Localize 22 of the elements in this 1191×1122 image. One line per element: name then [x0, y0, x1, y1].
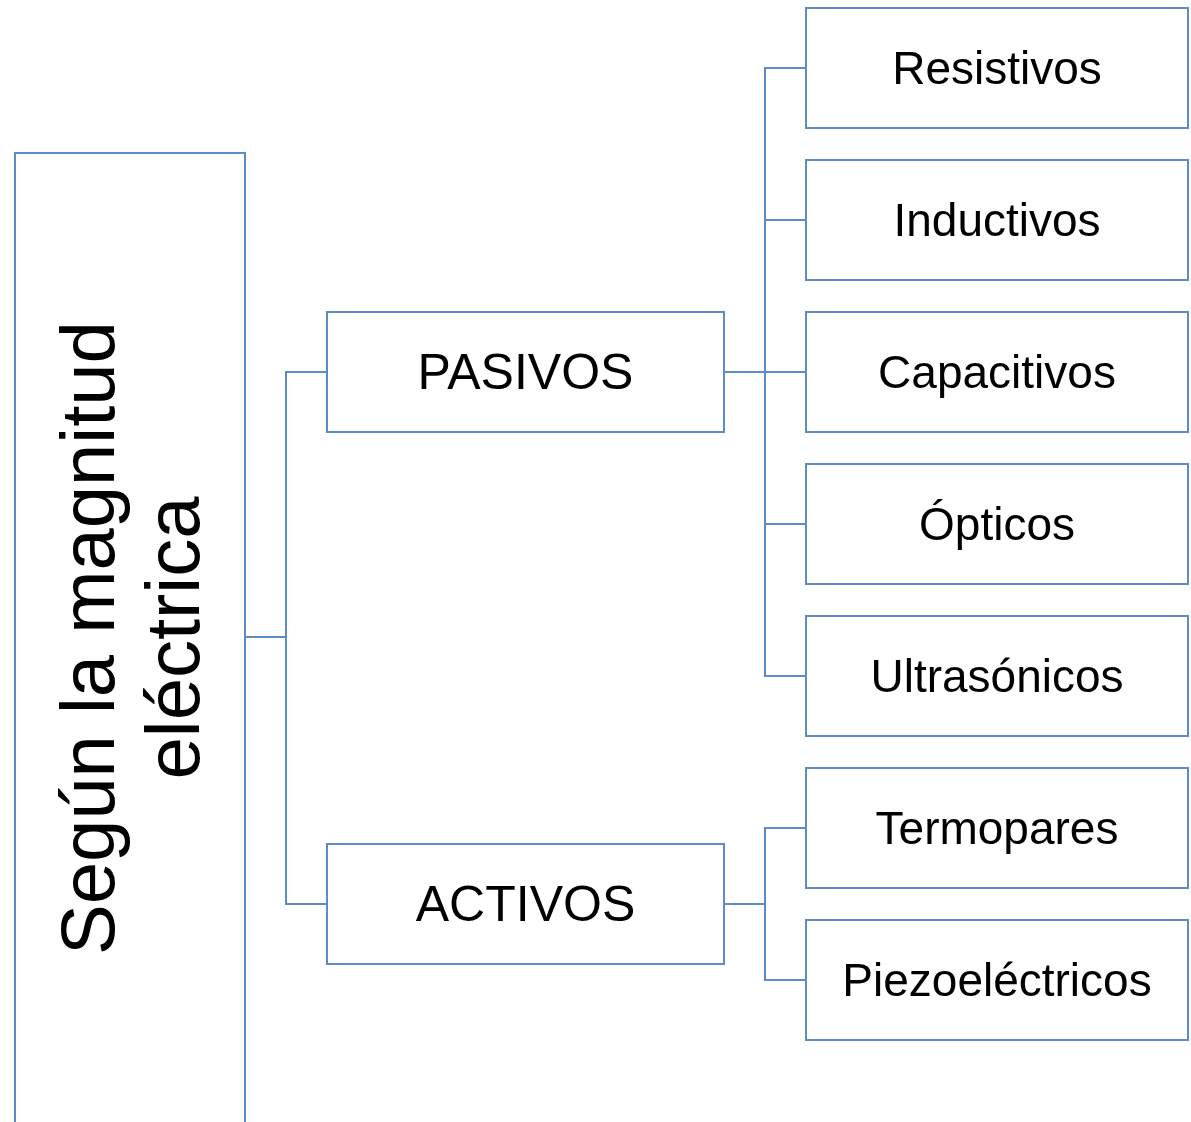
- category-label: Termopares: [875, 801, 1119, 855]
- connector-line: [724, 903, 806, 981]
- category-box: [805, 463, 1189, 585]
- category-box: [805, 311, 1189, 433]
- category-label: ACTIVOS: [415, 875, 636, 933]
- connector-line: [245, 636, 327, 905]
- category-label: Inductivos: [893, 193, 1101, 247]
- category-box: [805, 767, 1189, 889]
- category-box: [805, 159, 1189, 281]
- category-box: [326, 311, 725, 433]
- category-label: Ultrasónicos: [870, 649, 1124, 703]
- category-label: PASIVOS: [417, 343, 634, 401]
- category-label: Ópticos: [919, 497, 1075, 551]
- category-label: Resistivos: [892, 41, 1102, 95]
- category-title: Según la magnitud eléctrica: [44, 320, 216, 957]
- category-box: [14, 152, 246, 1122]
- category-box: [805, 615, 1189, 737]
- category-box: [805, 919, 1189, 1041]
- category-label: Piezoeléctricos: [842, 953, 1152, 1007]
- category-box: [805, 7, 1189, 129]
- category-label: Capacitivos: [878, 345, 1116, 399]
- category-box: [326, 843, 725, 965]
